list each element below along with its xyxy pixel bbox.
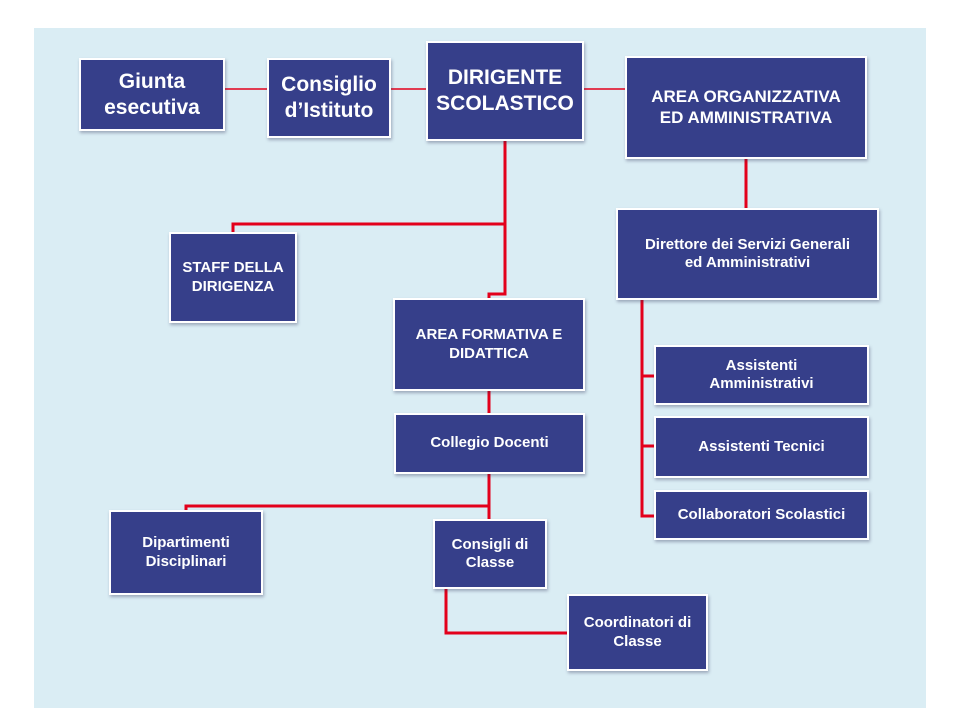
connector-dirigente-areaformativa	[487, 224, 507, 300]
node-consiglio-istituto: Consiglio d’Istituto	[267, 58, 391, 138]
node-giunta-esecutiva: Giunta esecutiva	[79, 58, 225, 131]
node-collaboratori-scolastici: Collaboratori Scolastici	[654, 490, 869, 540]
node-direttore-servizi: Direttore dei Servizi Generali ed Ammini…	[616, 208, 879, 300]
org-chart-canvas: Giunta esecutiva Consiglio d’Istituto DI…	[34, 28, 926, 708]
node-consigli-classe: Consigli di Classe	[433, 519, 547, 589]
node-assistenti-tecnici: Assistenti Tecnici	[654, 416, 869, 478]
node-collegio-docenti: Collegio Docenti	[394, 413, 585, 474]
node-staff-dirigenza: STAFF DELLA DIRIGENZA	[169, 232, 297, 323]
node-dipartimenti-disciplinari: Dipartimenti Disciplinari	[109, 510, 263, 595]
connector-dirigente-staff	[231, 141, 507, 234]
connector-lines	[184, 88, 748, 635]
node-area-formativa: AREA FORMATIVA E DIDATTICA	[393, 298, 585, 391]
connector-dsga-spine	[640, 300, 656, 518]
connector-consigli-coordinatori	[444, 588, 570, 635]
connector-collegio-branch	[184, 474, 491, 512]
node-area-organizzativa: AREA ORGANIZZATIVA ED AMMINISTRATIVA	[625, 56, 867, 159]
node-coordinatori-classe: Coordinatori di Classe	[567, 594, 708, 671]
node-assistenti-amministrativi: Assistenti Amministrativi	[654, 345, 869, 405]
node-dirigente-scolastico: DIRIGENTE SCOLASTICO	[426, 41, 584, 141]
